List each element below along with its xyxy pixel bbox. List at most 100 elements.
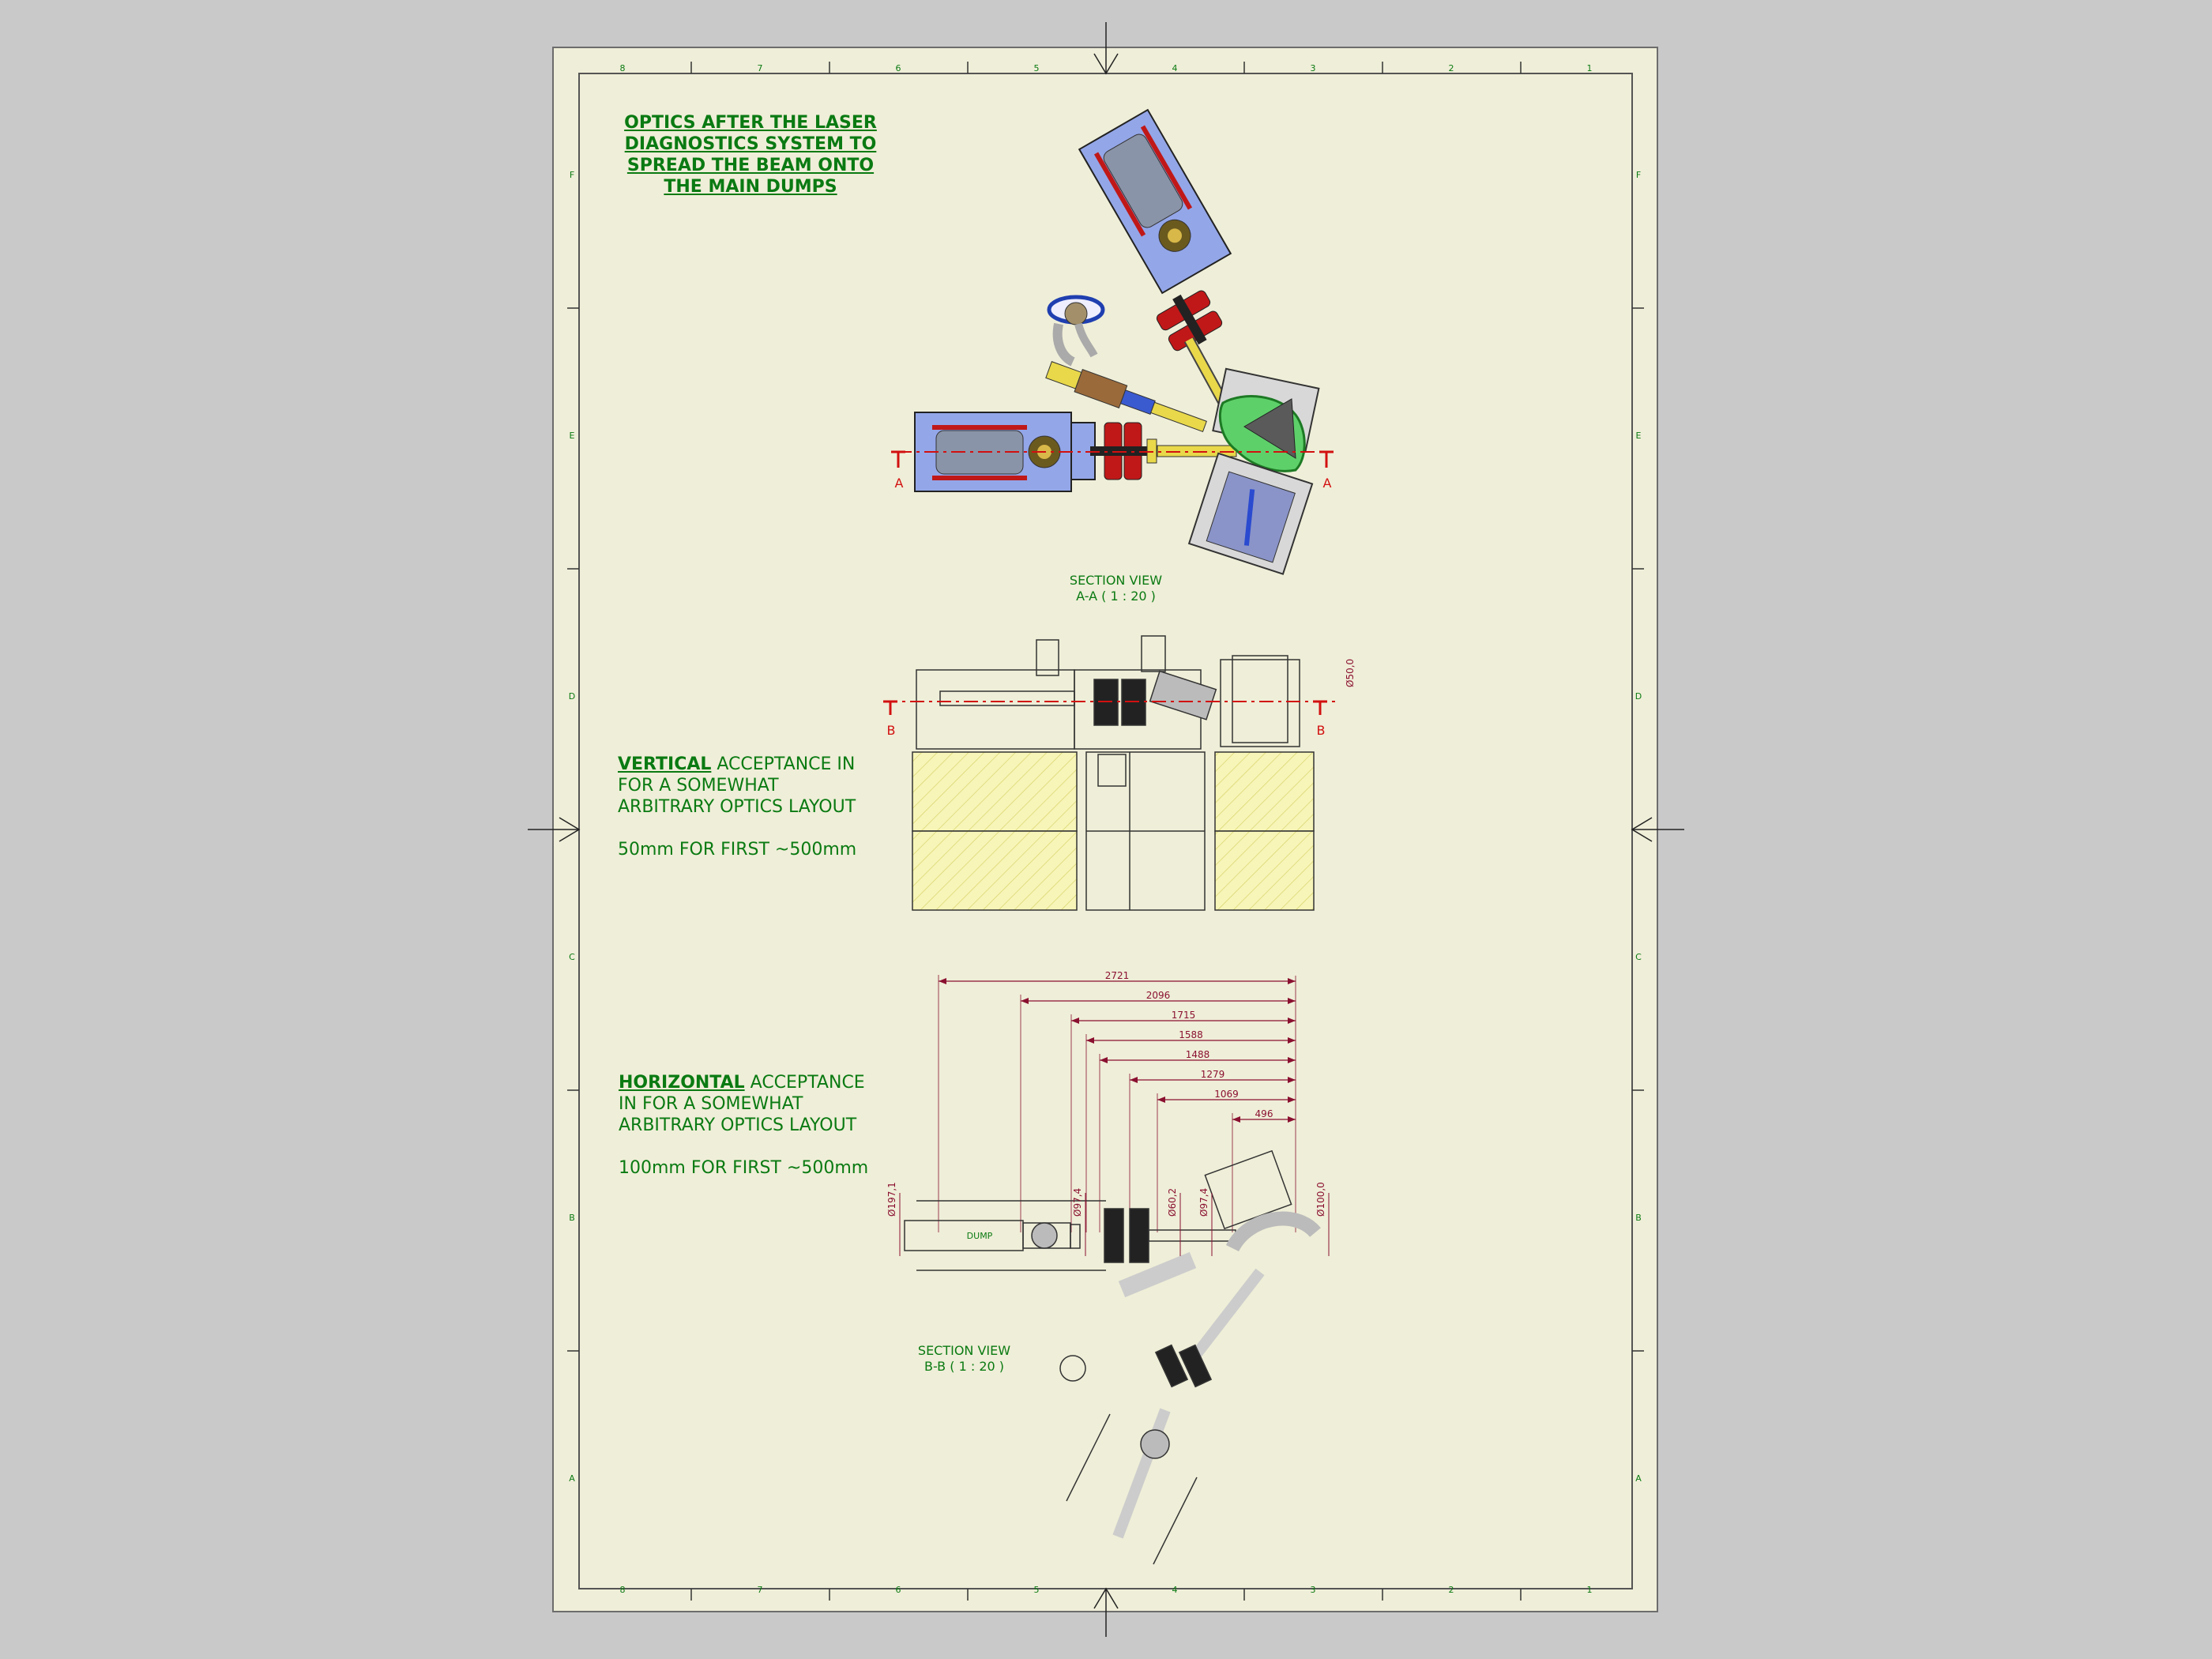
grid-row-label: D [1635,691,1642,702]
diameter-value: Ø100,0 [1315,1182,1326,1217]
diameter-callouts: Ø197,1 Ø97,4 Ø60,2 Ø97,4 Ø100,0 [886,1182,1330,1256]
horizontal-line2: IN FOR A SOMEWHAT [619,1094,803,1114]
grid-row-label: C [569,952,575,962]
horizontal-emphasis: HORIZONTAL [619,1073,745,1093]
horizontal-line4: 100mm FOR FIRST ~500mm [619,1158,869,1178]
dimension-arrow [1288,1116,1296,1123]
horizontal-line3: ARBITRARY OPTICS LAYOUT [619,1115,857,1135]
grid-row-label: A [569,1473,575,1484]
title-line: SPREAD THE BEAM ONTO [626,156,875,175]
grid-column-label: 6 [896,63,901,73]
grid-column-label: 3 [1311,63,1316,73]
grid-row-label: C [1635,952,1642,962]
grid-rows-left: F E D C B A [569,170,575,1484]
dimension-arrow [1086,1037,1094,1044]
grid-column-label: 5 [1034,63,1040,73]
section-aa-scale: A-A ( 1 : 20 ) [1076,589,1156,604]
grid-column-label: 8 [620,63,626,73]
grid-row-label: E [570,431,575,441]
section-aa-title: SECTION VIEW [1069,573,1163,588]
grid-columns-top: 8 7 6 5 4 3 2 1 [620,63,1593,73]
dimension-value: 1588 [1179,1029,1203,1040]
dimension-arrow [939,978,946,984]
diameter-value: Ø97,4 [1198,1188,1209,1217]
grid-rows-right: F E D C B A [1635,170,1642,1484]
centering-marks [528,22,1684,1637]
paper [552,47,1658,1612]
dimension-arrow [1232,1116,1240,1123]
dimension-arrow [1071,1018,1079,1024]
horizontal-line1: ACCEPTANCE [744,1073,865,1093]
diameter-aa: Ø50,0 [1345,659,1356,687]
grid-columns-bottom: 8 7 6 5 4 3 2 1 [620,1585,1593,1595]
grid-column-label: 5 [1034,1585,1040,1595]
top-view [891,108,1334,575]
section-marker-a-right: A [1323,476,1332,491]
dimension-value: 496 [1255,1108,1273,1119]
section-aa-label: SECTION VIEW A-A ( 1 : 20 ) [1043,573,1189,604]
grid-column-label: 2 [1449,63,1454,73]
section-bb-scale: B-B ( 1 : 20 ) [924,1359,1004,1374]
drawing-title: OPTICS AFTER THE LASER DIAGNOSTICS SYSTE… [600,112,901,198]
vertical-line4: 50mm FOR FIRST ~500mm [618,840,857,860]
grid-row-label: B [569,1213,575,1223]
grid-row-label: F [570,170,574,180]
grid-column-label: 4 [1172,63,1178,73]
section-marker-b-left: B [887,723,896,738]
dimension-value: 1279 [1201,1069,1225,1080]
dimension-value: 1069 [1214,1089,1239,1100]
section-marker-a-left: A [895,476,904,491]
dimension-arrow [1288,998,1296,1004]
diameter-value: Ø97,4 [1072,1188,1083,1217]
title-line: DIAGNOSTICS SYSTEM TO [624,134,877,154]
grid-row-label: F [1636,170,1641,180]
horizontal-acceptance-note: HORIZONTAL ACCEPTANCE IN FOR A SOMEWHAT … [619,1072,879,1179]
dimension-value: 2721 [1105,970,1130,981]
dimension-arrow [1288,1097,1296,1103]
vertical-emphasis: VERTICAL [618,754,712,774]
operator-figure [1047,295,1105,367]
vertical-acceptance-note: VERTICAL ACCEPTANCE IN FOR A SOMEWHAT AR… [618,754,878,860]
dimension-arrow [1288,1057,1296,1063]
vertical-line3: ARBITRARY OPTICS LAYOUT [618,797,856,817]
grid-column-label: 7 [758,1585,763,1595]
dimension-arrow [1130,1077,1138,1083]
section-aa-view [912,635,1315,911]
section-bb-view [904,1149,1321,1565]
section-marker-b-right: B [1317,723,1326,738]
grid-column-label: 1 [1587,63,1593,73]
dimension-arrow [1288,1037,1296,1044]
dimension-arrow [1288,1077,1296,1083]
grid-column-label: 2 [1449,1585,1454,1595]
grid-column-label: 8 [620,1585,626,1595]
grid-column-label: 7 [758,63,763,73]
grid-column-label: 1 [1587,1585,1593,1595]
dimension-arrow [1021,998,1029,1004]
grid-row-label: E [1636,431,1642,441]
vertical-line2: FOR A SOMEWHAT [618,776,779,796]
zone-ticks [567,62,1644,1601]
title-line: OPTICS AFTER THE LASER [624,113,877,133]
title-line: THE MAIN DUMPS [664,177,837,197]
dimension-arrow [1100,1057,1108,1063]
vertical-line1: ACCEPTANCE IN [711,754,856,774]
dump-label: DUMP [967,1231,993,1241]
section-bb-label: SECTION VIEW B-B ( 1 : 20 ) [891,1343,1037,1375]
grid-column-label: 4 [1172,1585,1178,1595]
diameter-value: Ø60,2 [1167,1188,1178,1217]
section-bb-title: SECTION VIEW [917,1343,1011,1358]
grid-row-label: B [1635,1213,1642,1223]
diameter-value: Ø197,1 [886,1182,897,1217]
grid-column-label: 3 [1311,1585,1316,1595]
grid-row-label: D [569,691,575,702]
dimension-arrow [1157,1097,1165,1103]
grid-column-label: 6 [896,1585,901,1595]
section-line-bb [883,700,1335,715]
dimension-value: 2096 [1146,990,1171,1001]
dimension-value: 1715 [1172,1010,1196,1021]
grid-row-label: A [1635,1473,1642,1484]
dimension-arrow [1288,978,1296,984]
dimension-arrow [1288,1018,1296,1024]
